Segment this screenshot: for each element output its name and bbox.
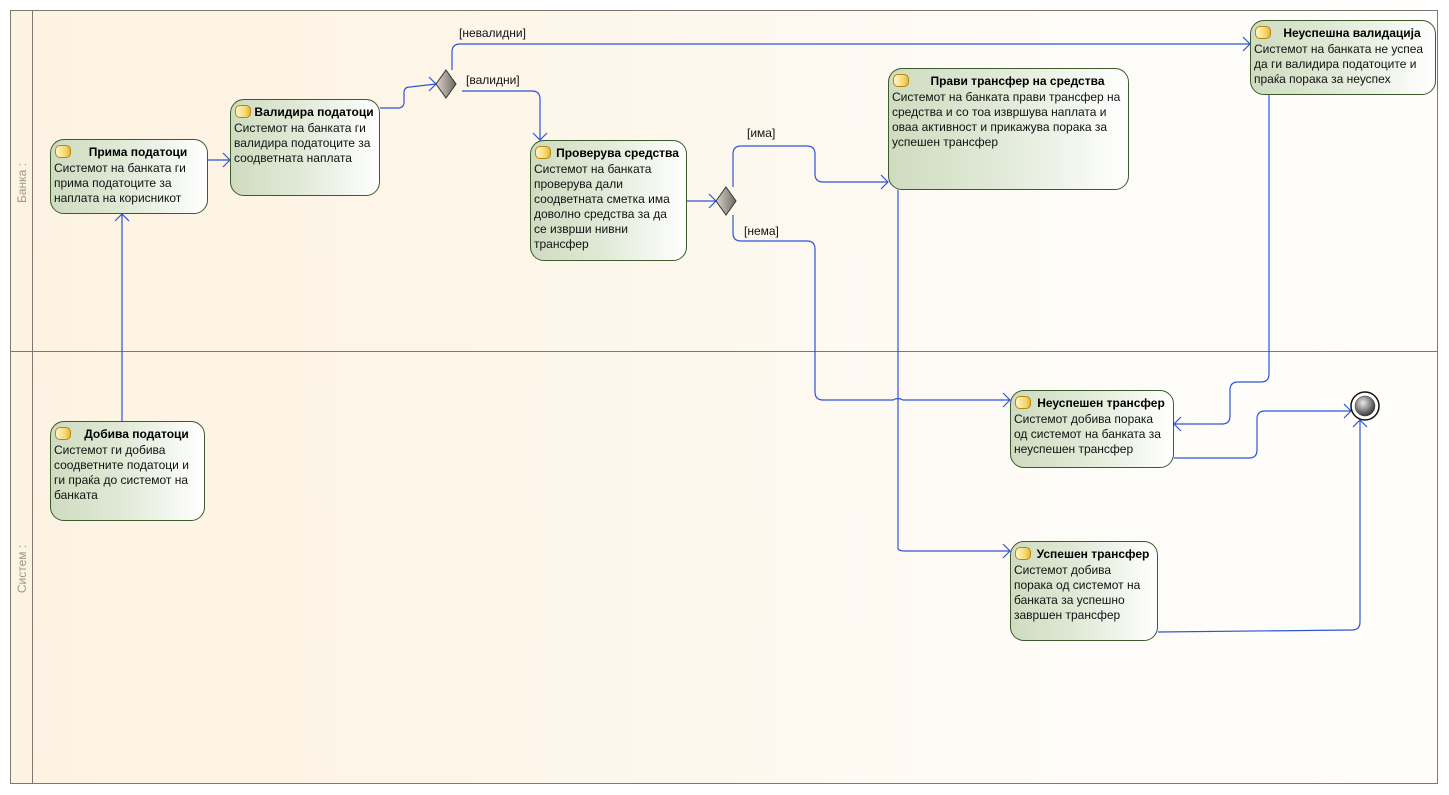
- flow-neuspeshen-to-final[interactable]: [1174, 410, 1351, 459]
- action-node-pravi-transfer[interactable]: Прави трансфер на средства Системот на б…: [888, 68, 1129, 190]
- activity-final-node-inner: [1354, 395, 1376, 417]
- action-icon: [1015, 396, 1031, 409]
- action-node-validira-podatoci[interactable]: Валидира податоци Системот на банката ги…: [230, 99, 380, 196]
- node-description: Системот на банката ги прима податоците …: [54, 161, 186, 205]
- action-icon: [535, 146, 551, 159]
- action-icon: [235, 105, 251, 118]
- guard-ima: [има]: [747, 126, 776, 140]
- flow-decision2-to-neuspeshen[interactable]: [732, 215, 1010, 401]
- node-title: Валидира податоци: [254, 104, 374, 119]
- node-description: Системот на банката ги валидира податоци…: [234, 121, 371, 165]
- action-icon: [1015, 547, 1031, 560]
- action-node-neuspeshen-transfer[interactable]: Неуспешен трансфер Системот добива порак…: [1010, 390, 1174, 468]
- flow-dobiva-to-prima-arrowhead-icon: [114, 213, 130, 222]
- node-description: Системот на банката проверува дали соодв…: [534, 162, 670, 251]
- flow-decision2-to-pravi-arrowhead-icon: [880, 174, 889, 190]
- node-description: Системот ги добива соодветните податоци …: [54, 443, 189, 502]
- node-description: Системот добива порака од системот на ба…: [1014, 412, 1161, 456]
- flow-decision1-to-proveruva[interactable]: [462, 90, 541, 140]
- node-title: Проверува средства: [556, 145, 679, 160]
- flow-uspeshen-to-final-arrowhead-icon: [1352, 419, 1368, 428]
- node-title: Успешен трансфер: [1036, 546, 1150, 561]
- decision-node-validation[interactable]: [435, 69, 457, 99]
- action-icon: [55, 145, 71, 158]
- node-title: Неуспешен трансфер: [1037, 395, 1165, 410]
- flow-decision1-to-neuspesna[interactable]: [451, 43, 1250, 70]
- flow-neuspesna-to-neuspeshen-arrowhead-icon: [1173, 416, 1182, 432]
- guard-validni: [валидни]: [466, 73, 520, 87]
- node-description: Системот на банката прави трансфер на ср…: [892, 90, 1121, 149]
- action-node-uspeshen-transfer[interactable]: Успешен трансфер Системот добива порака …: [1010, 541, 1158, 641]
- action-node-neuspesna-validacija[interactable]: Неуспешна валидација Системот на банката…: [1250, 20, 1436, 95]
- action-icon: [55, 427, 71, 440]
- guard-nema: [нема]: [744, 224, 779, 238]
- node-title: Неуспешна валидација: [1283, 25, 1421, 40]
- node-description: Системот добива порака од системот на ба…: [1014, 563, 1141, 622]
- flow-pravi-to-uspeshen[interactable]: [897, 190, 1010, 552]
- flow-validira-to-decision1[interactable]: [380, 83, 437, 109]
- node-description: Системот на банката не успеа да ги валид…: [1254, 42, 1424, 86]
- action-node-prima-podatoci[interactable]: Прима податоци Системот на банката ги пр…: [50, 139, 208, 214]
- flow-neuspeshen-to-final-arrowhead-icon: [1343, 403, 1352, 419]
- node-title: Прави трансфер на средства: [930, 73, 1105, 88]
- flow-uspeshen-to-final[interactable]: [1157, 420, 1361, 633]
- action-icon: [893, 74, 909, 87]
- decision-node-funds[interactable]: [715, 186, 737, 216]
- lane-header-system: Систем :: [11, 351, 33, 783]
- lane-divider: [11, 351, 1437, 352]
- flow-decision2-to-pravi[interactable]: [732, 145, 888, 187]
- action-node-dobiva-podatoci[interactable]: Добива податоци Системот ги добива соодв…: [50, 421, 205, 521]
- flow-neuspesna-to-neuspeshen[interactable]: [1174, 95, 1270, 425]
- action-node-proveruva-sredstva[interactable]: Проверува средства Системот на банката п…: [530, 140, 687, 261]
- lane-header-bank: Банка :: [11, 11, 33, 351]
- node-title: Добива податоци: [84, 426, 189, 441]
- guard-nevalidni: [невалидни]: [459, 26, 526, 40]
- action-icon: [1255, 26, 1271, 39]
- node-title: Прима податоци: [88, 144, 188, 159]
